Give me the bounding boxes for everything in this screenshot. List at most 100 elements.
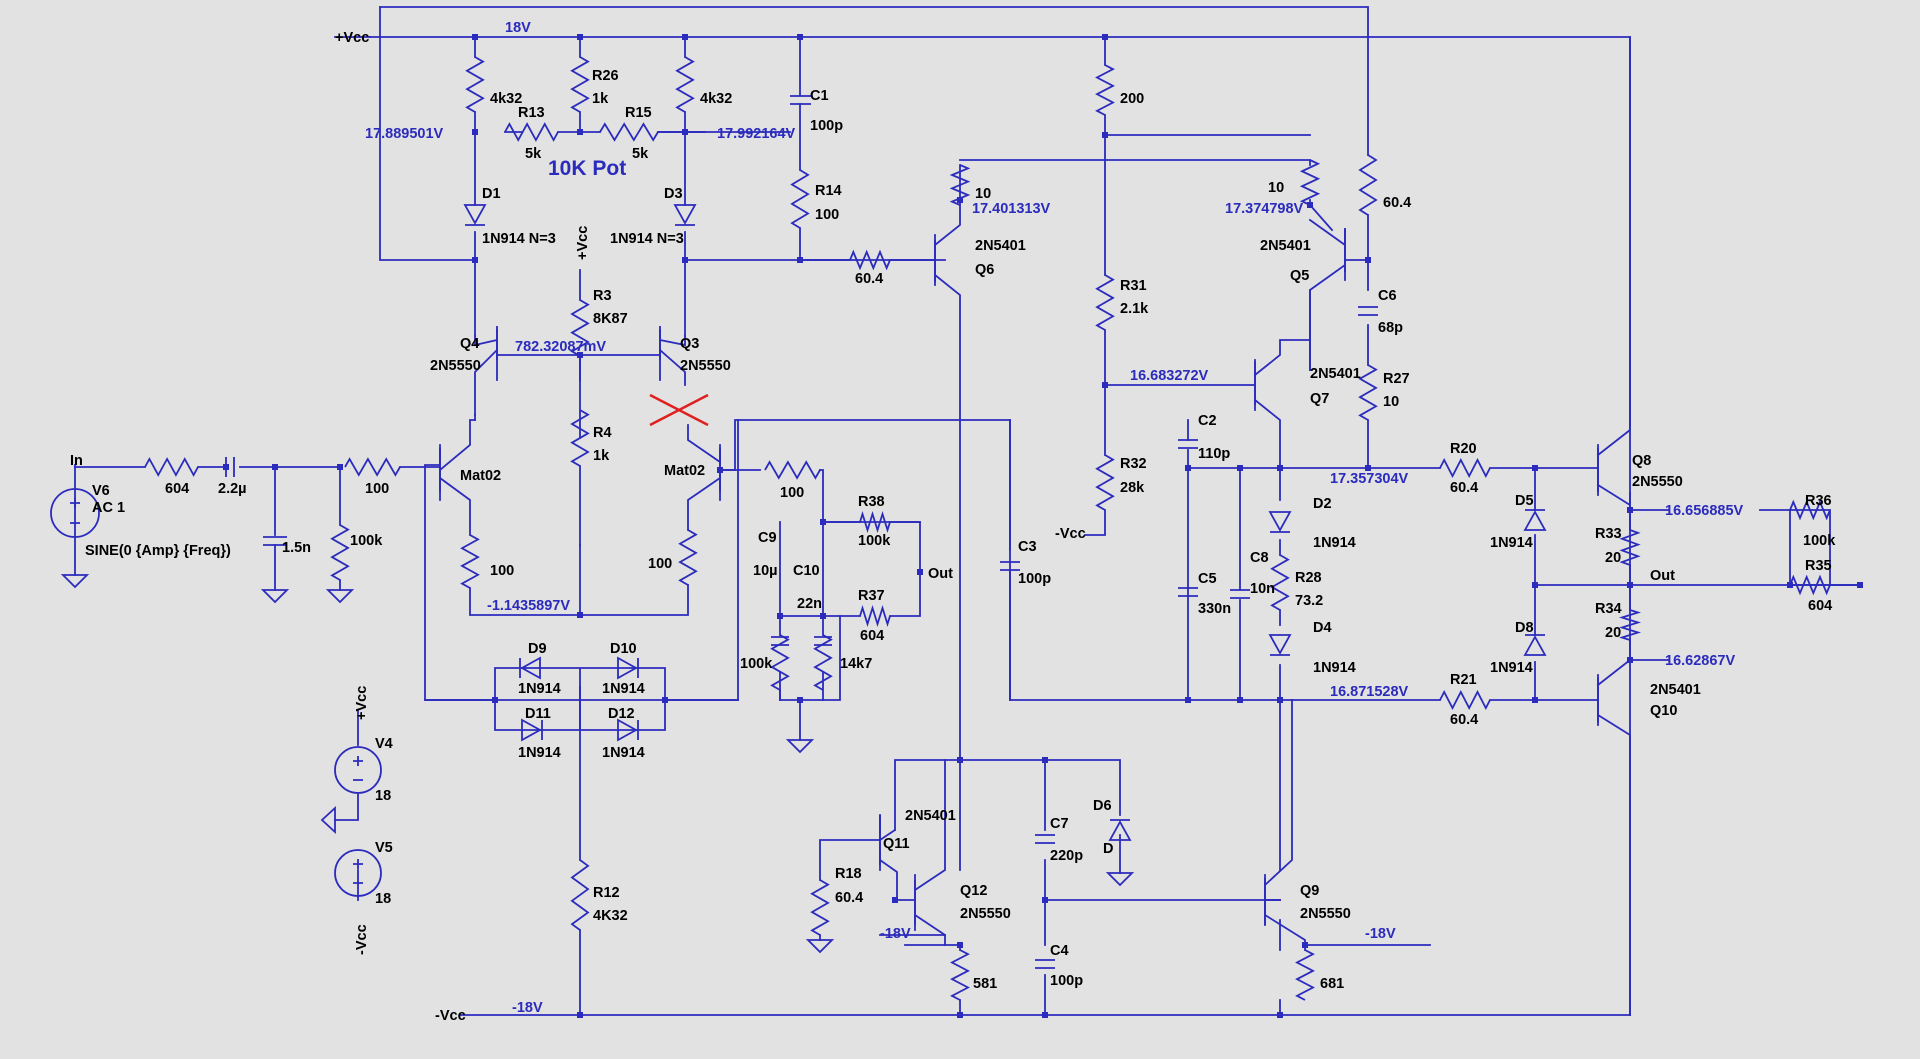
d9-model: 1N914 — [518, 681, 561, 697]
v-out-top: 16.656885V — [1665, 503, 1744, 519]
d4-ref: D4 — [1313, 620, 1332, 636]
resistor-r18 — [810, 879, 830, 936]
r27-value: 10 — [1383, 394, 1399, 410]
d9-ref: D9 — [528, 641, 547, 657]
resistor-r32 — [1095, 454, 1115, 511]
q6-model: 2N5401 — [975, 238, 1026, 254]
resistor-zigzags — [144, 56, 1831, 1001]
junction-dot — [1102, 34, 1108, 40]
d1-model: 1N914 N=3 — [482, 231, 556, 247]
r-q6-base-value: 60.4 — [855, 271, 883, 287]
c1-value: 100p — [810, 118, 843, 134]
junction-dot — [797, 34, 803, 40]
r12-value: 4K32 — [593, 908, 628, 924]
d3-model: 1N914 N=3 — [610, 231, 684, 247]
d4-model: 1N914 — [1313, 660, 1356, 676]
v-left-div: 17.889501V — [365, 126, 444, 142]
resistor-100-e-left — [460, 534, 480, 589]
junction-dot — [472, 257, 478, 263]
resistor-r28 — [1270, 554, 1290, 611]
r36-value: 100k — [1803, 533, 1836, 549]
v5-ref: V5 — [375, 840, 393, 856]
c6-ref: C6 — [1378, 288, 1397, 304]
r-4k32-b-value: 4k32 — [700, 91, 732, 107]
junction-dot — [1277, 465, 1283, 471]
resistor-r27 — [1358, 364, 1378, 421]
junction-dot — [1042, 897, 1048, 903]
junction-dot — [1185, 465, 1191, 471]
c6-value: 68p — [1378, 320, 1403, 336]
junction-dot — [272, 464, 278, 470]
r26-value: 1k — [592, 91, 609, 107]
r34-value: 20 — [1605, 625, 1621, 641]
r-581-value: 581 — [973, 976, 997, 992]
r-4k32-a-value: 4k32 — [490, 91, 522, 107]
v6-ac: AC 1 — [92, 500, 125, 516]
resistor-4k32-a — [465, 56, 485, 113]
transistor-bars — [439, 228, 1599, 925]
q10-ref: Q10 — [1650, 703, 1677, 719]
c-in-value: 2.2µ — [218, 481, 247, 497]
c3-ref: C3 — [1018, 539, 1037, 555]
r36-ref: R36 — [1805, 493, 1832, 509]
r-in-604-value: 604 — [165, 481, 189, 497]
v-drv-bot: 16.871528V — [1330, 684, 1409, 700]
junction-dot — [957, 942, 963, 948]
vcc-top-label: +Vcc — [335, 30, 369, 46]
c7-ref: C7 — [1050, 816, 1069, 832]
r21-value: 60.4 — [1450, 712, 1478, 728]
net-in: In — [70, 453, 83, 469]
r21-ref: R21 — [1450, 672, 1477, 688]
d3-ref: D3 — [664, 186, 683, 202]
q5-ref: Q5 — [1290, 268, 1309, 284]
r32-ref: R32 — [1120, 456, 1147, 472]
q4-model: 2N5550 — [430, 358, 481, 374]
junction-dot — [1042, 757, 1048, 763]
junction-dot — [1627, 507, 1633, 513]
resistor-604-in — [144, 457, 199, 477]
d8-model: 1N914 — [1490, 660, 1533, 676]
r3-value: 8K87 — [593, 311, 628, 327]
vcc-mid-label: -Vcc — [1055, 526, 1086, 542]
q8-model: 2N5550 — [1632, 474, 1683, 490]
c5-value: 330n — [1198, 601, 1231, 617]
junction-dot — [1787, 582, 1793, 588]
r28-ref: R28 — [1295, 570, 1322, 586]
q7-model: 2N5401 — [1310, 366, 1361, 382]
junction-dot — [1365, 257, 1371, 263]
r20-ref: R20 — [1450, 441, 1477, 457]
c3-value: 100p — [1018, 571, 1051, 587]
resistor-r21 — [1439, 690, 1491, 710]
v4-net-label: +Vcc — [354, 686, 370, 720]
junction-dot — [820, 519, 826, 525]
r33-ref: R33 — [1595, 526, 1622, 542]
resistor-100k-in — [330, 524, 350, 581]
c2-value: 110p — [1198, 446, 1230, 462]
v-q6-emit: 17.401313V — [972, 201, 1051, 217]
v5-value: 18 — [375, 891, 391, 907]
r31-value: 2.1k — [1120, 301, 1149, 317]
d2-model: 1N914 — [1313, 535, 1356, 551]
junction-dot — [1185, 697, 1191, 703]
vcc-bottom-volts: -18V — [512, 1000, 543, 1016]
c2-ref: C2 — [1198, 413, 1217, 429]
r-fb-14k7-value: 14k7 — [840, 656, 872, 672]
junction-dot — [577, 34, 583, 40]
r-200-value: 200 — [1120, 91, 1144, 107]
resistor-100k-fb — [770, 634, 790, 691]
c1-ref: C1 — [810, 88, 829, 104]
resistor-200 — [1095, 64, 1115, 116]
q3-ref: Q3 — [680, 336, 699, 352]
junction-dot — [577, 1012, 583, 1018]
resistor-r33 — [1619, 529, 1641, 566]
junction-dot — [1532, 697, 1538, 703]
junction-dot — [1237, 697, 1243, 703]
r20-value: 60.4 — [1450, 480, 1478, 496]
resistor-r20 — [1439, 458, 1491, 478]
junction-dot — [682, 257, 688, 263]
junction-dot — [892, 897, 898, 903]
junction-dot — [820, 613, 826, 619]
junction-dot — [1307, 202, 1313, 208]
mat-right-model: Mat02 — [664, 463, 705, 479]
r4-value: 1k — [593, 448, 610, 464]
